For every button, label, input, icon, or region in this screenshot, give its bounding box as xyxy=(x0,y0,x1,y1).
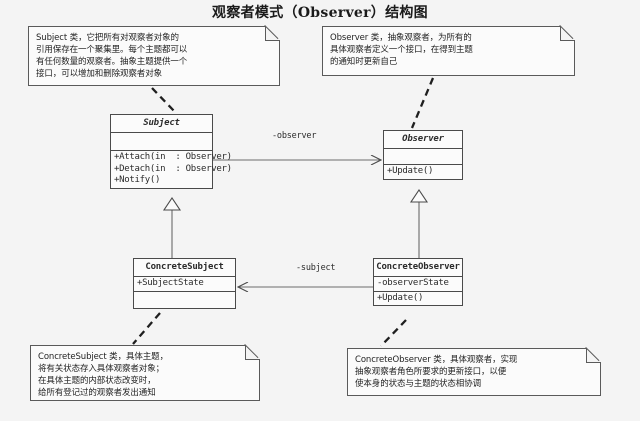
class-box-subject[interactable]: Subject +Attach(in : Observer) +Detach(i… xyxy=(110,114,232,189)
note-observer: Observer 类，抽象观察者，为所有的 具体观察者定义一个接口，在得到主题 … xyxy=(322,26,575,76)
edge-label-observer: -observer xyxy=(272,131,317,141)
note-link-concrete-subject xyxy=(132,312,161,345)
class-operations-concrete-subject xyxy=(134,292,235,308)
note-concrete-subject: ConcreteSubject 类，具体主题， 将有关状态存入具体观察者对象； … xyxy=(30,345,260,401)
note-subject-line-2: 有任何数量的观察者。抽象主题提供一个 xyxy=(36,57,188,67)
note-concrete-subject-line-3: 给所有登记过的观察者发出通知 xyxy=(38,388,156,398)
class-name-subject: Subject xyxy=(111,115,212,133)
gen-triangle-observer xyxy=(409,189,429,203)
operation-row: +Attach(in : Observer) xyxy=(114,152,232,162)
note-observer-line-2: 的通知时更新自己 xyxy=(330,57,398,67)
class-attributes-observer xyxy=(384,149,462,165)
operation-row: +Update() xyxy=(387,166,434,176)
class-attributes-concrete-observer: -observerState xyxy=(374,277,462,292)
class-attributes-subject xyxy=(111,133,212,151)
class-box-observer[interactable]: Observer +Update() xyxy=(383,130,463,180)
note-fold-icon xyxy=(265,26,280,41)
note-subject: Subject 类，它把所有对观察者对象的 引用保存在一个聚集里。每个主题都可以… xyxy=(28,26,280,86)
note-link-subject xyxy=(151,87,176,113)
note-observer-line-0: Observer 类，抽象观察者，为所有的 xyxy=(330,33,472,43)
class-operations-subject: +Attach(in : Observer) +Detach(in : Obse… xyxy=(111,151,232,188)
note-subject-line-1: 引用保存在一个聚集里。每个主题都可以 xyxy=(36,45,188,55)
class-name-observer: Observer xyxy=(384,131,462,149)
note-subject-line-0: Subject 类，它把所有对观察者对象的 xyxy=(36,33,179,43)
gen-triangle-subject xyxy=(162,197,182,211)
note-fold-icon xyxy=(245,345,260,360)
attribute-row: +SubjectState xyxy=(137,278,204,288)
note-concrete-subject-line-1: 将有关状态存入具体观察者对象； xyxy=(38,364,165,374)
note-concrete-observer: ConcreteObserver 类，具体观察者，实现 抽象观察者角色所要求的更… xyxy=(347,348,601,396)
class-operations-observer: +Update() xyxy=(384,165,462,179)
note-concrete-observer-line-2: 使本身的状态与主题的状态相协调 xyxy=(355,379,482,389)
note-subject-line-3: 接口，可以增加和删除观察者对象 xyxy=(36,69,163,79)
note-link-observer xyxy=(410,77,435,129)
note-observer-line-1: 具体观察者定义一个接口，在得到主题 xyxy=(330,45,473,55)
note-concrete-observer-line-0: ConcreteObserver 类，具体观察者，实现 xyxy=(355,355,518,365)
class-operations-concrete-observer: +Update() xyxy=(374,292,462,306)
class-name-concrete-observer: ConcreteObserver xyxy=(374,259,462,277)
class-box-concrete-subject[interactable]: ConcreteSubject +SubjectState xyxy=(133,258,236,309)
edge-label-subject: -subject xyxy=(296,263,336,273)
class-name-concrete-subject: ConcreteSubject xyxy=(134,259,235,277)
note-link-concrete-observer xyxy=(380,319,407,347)
note-concrete-observer-line-1: 抽象观察者角色所要求的更新接口，以便 xyxy=(355,367,507,377)
operation-row: +Update() xyxy=(377,292,424,303)
note-fold-icon xyxy=(560,26,575,41)
note-concrete-subject-line-2: 在具体主题的内部状态改变时， xyxy=(38,376,156,386)
note-concrete-subject-line-0: ConcreteSubject 类，具体主题， xyxy=(38,352,168,362)
page-title: 观察者模式（Observer）结构图 xyxy=(212,5,428,21)
operation-row: +Notify() xyxy=(114,175,161,185)
operation-row: +Detach(in : Observer) xyxy=(114,163,232,174)
attribute-row: -observerState xyxy=(377,278,449,288)
class-attributes-concrete-subject: +SubjectState xyxy=(134,277,235,292)
class-box-concrete-observer[interactable]: ConcreteObserver -observerState +Update(… xyxy=(373,258,463,306)
note-fold-icon xyxy=(586,348,601,363)
